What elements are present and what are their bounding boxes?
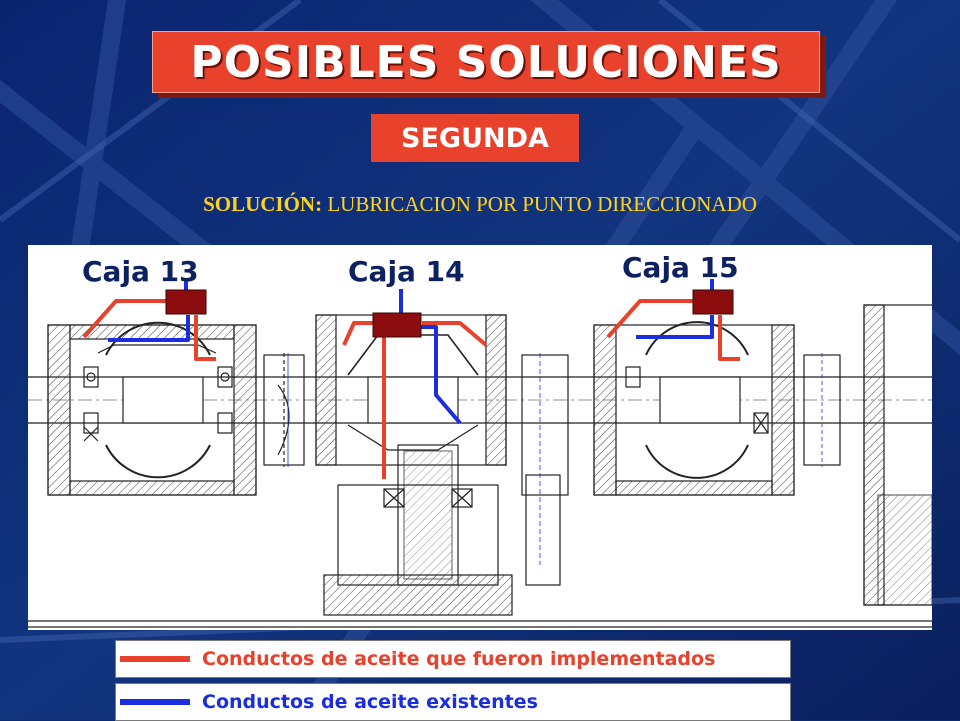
legend-text-implemented: Conductos de aceite que fueron implement… — [202, 648, 716, 670]
legend-implemented: Conductos de aceite que fueron implement… — [115, 640, 791, 678]
distributor-block — [692, 289, 734, 315]
page-title: POSIBLES SOLUCIONES — [190, 36, 782, 88]
title-banner: POSIBLES SOLUCIONES — [152, 31, 820, 93]
gearbox-drawing — [28, 279, 932, 628]
subtitle-text: SEGUNDA — [401, 122, 549, 154]
legend-text-existing: Conductos de aceite existentes — [202, 691, 538, 713]
subtitle-badge: SEGUNDA — [371, 114, 579, 162]
gearbox-15 — [593, 321, 795, 496]
solution-label: SOLUCIÓN: — [203, 192, 323, 216]
distributor-block — [165, 289, 207, 315]
gearbox-14 — [315, 314, 513, 616]
distributor-block — [372, 312, 422, 338]
box-label-15: Caja 15 — [622, 251, 739, 284]
solution-value: LUBRICACION POR PUNTO DIRECCIONADO — [327, 192, 757, 216]
solution-line: SOLUCIÓN: LUBRICACION POR PUNTO DIRECCIO… — [0, 192, 960, 217]
gearbox-13 — [47, 321, 257, 496]
legend-line-red — [120, 656, 190, 662]
legend-line-blue — [120, 699, 190, 705]
box-label-14: Caja 14 — [348, 255, 465, 288]
box-label-13: Caja 13 — [82, 255, 199, 288]
mechanical-drawing: Caja 13 Caja 14 Caja 15 — [28, 245, 932, 630]
legend-existing: Conductos de aceite existentes — [115, 683, 791, 721]
